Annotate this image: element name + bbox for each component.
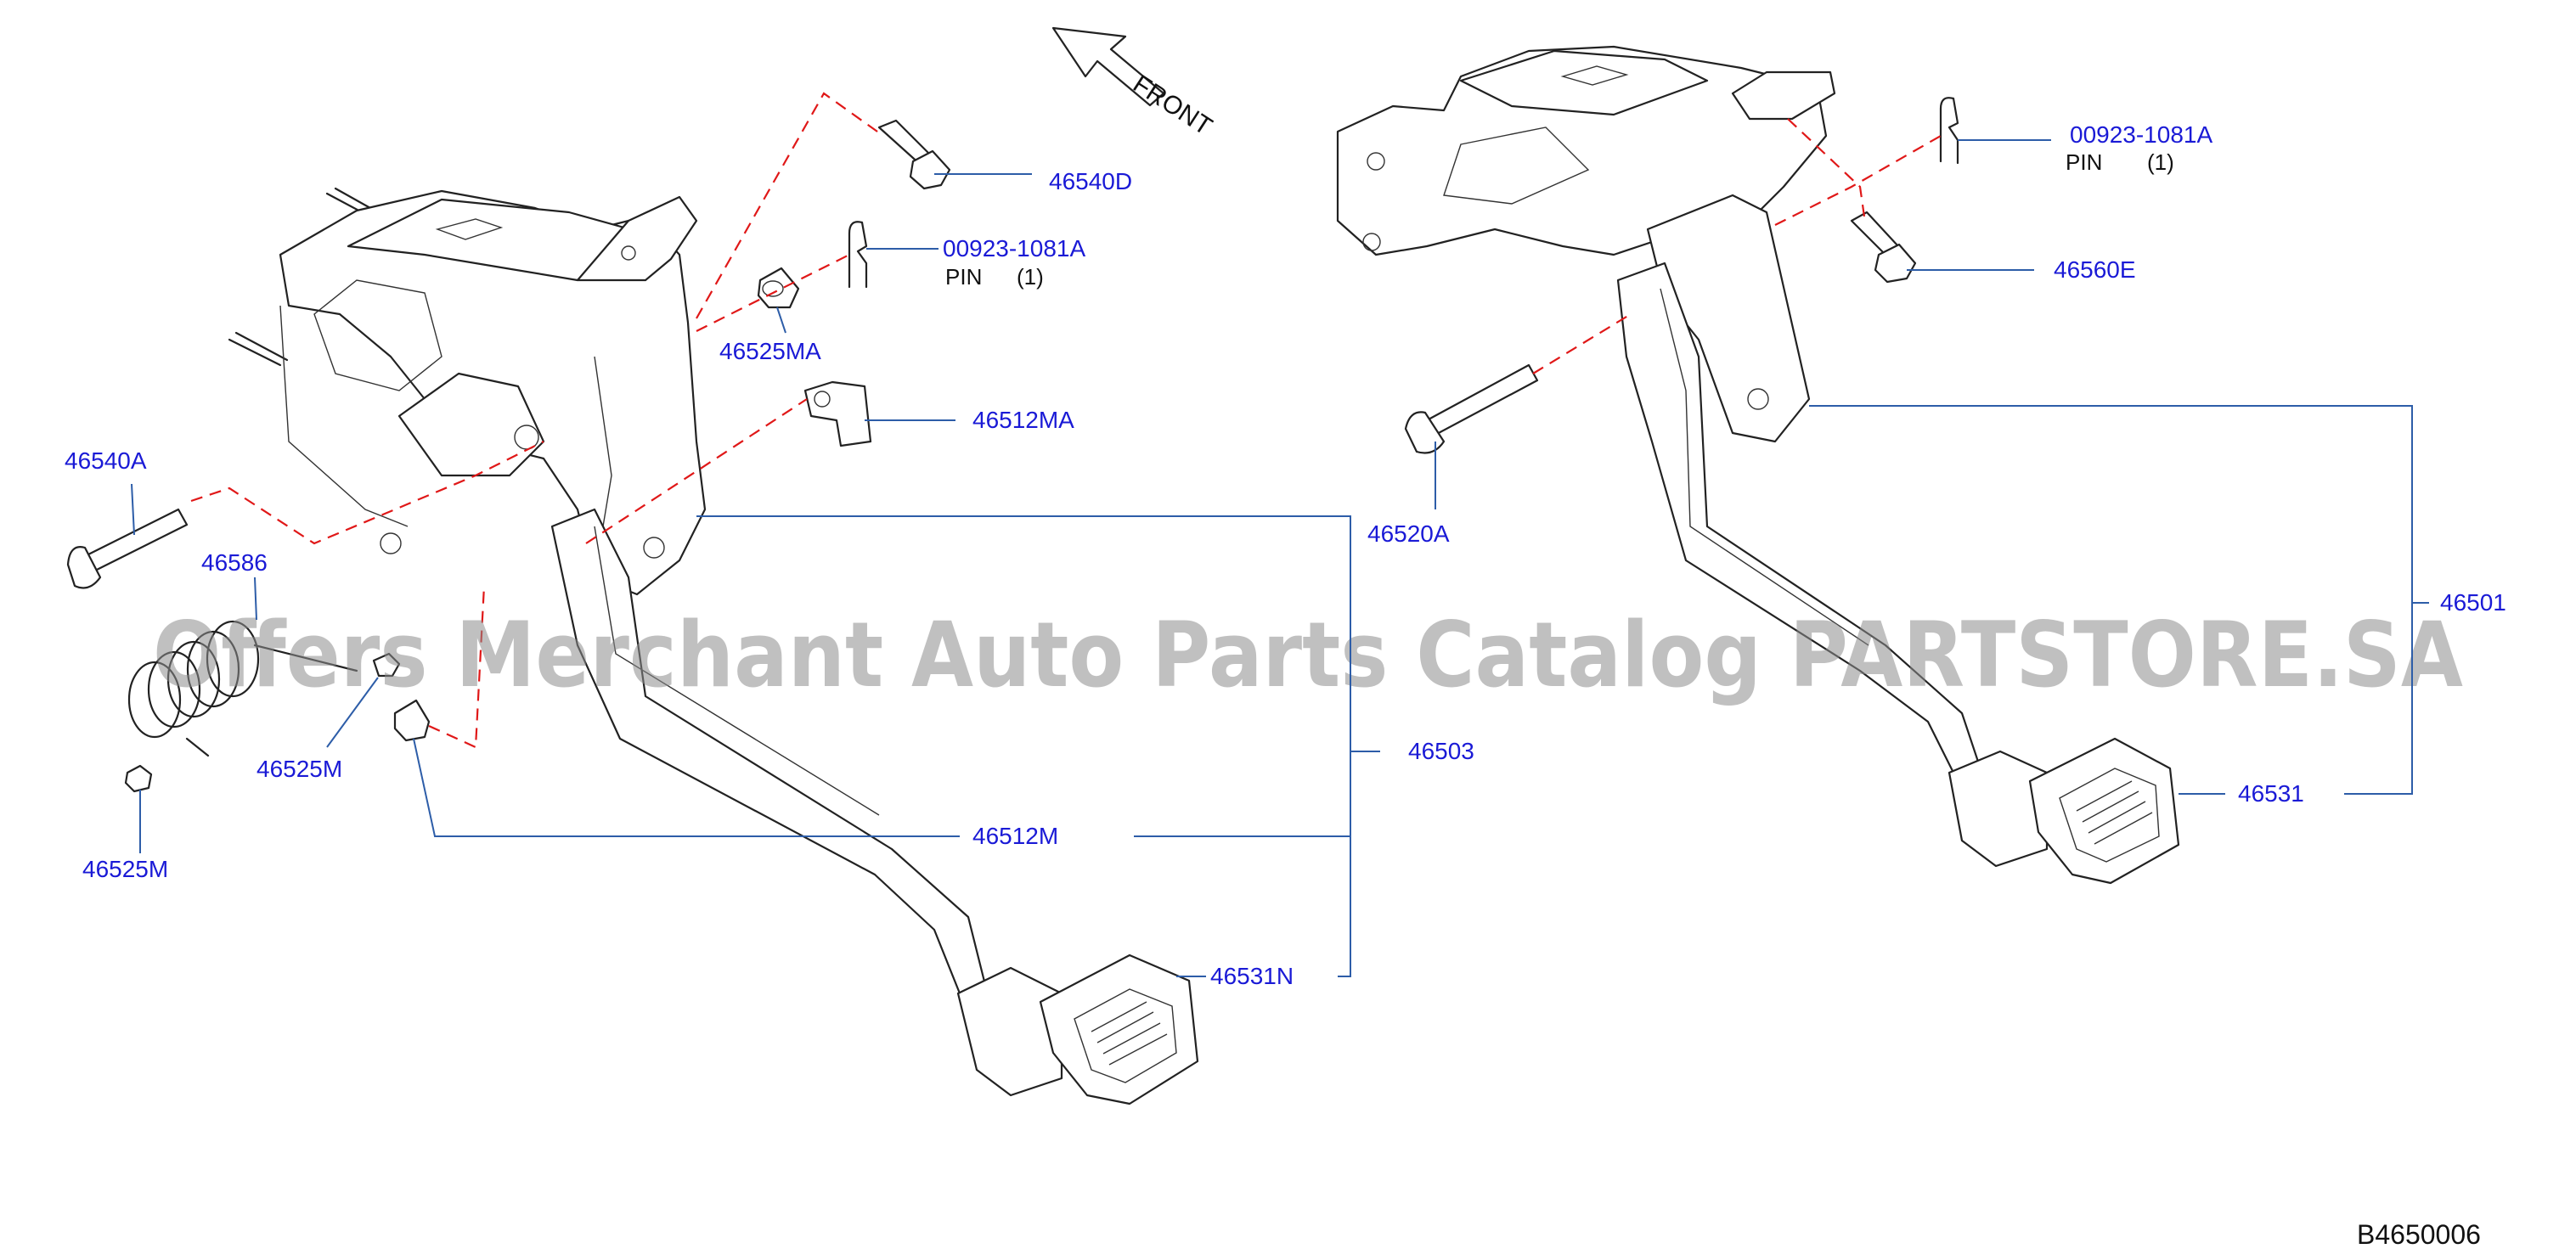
- alignment-line-46520A: [1532, 313, 1632, 374]
- label-46503: 46503: [1408, 738, 1474, 764]
- return-spring-46586: [127, 620, 358, 757]
- alignment-line-46540D: [696, 92, 884, 319]
- label-46512MA: 46512MA: [972, 407, 1074, 433]
- clutch-pedal-pad-46531N: [956, 953, 1199, 1105]
- bushing-46525MA: [757, 267, 800, 309]
- alignment-line-46525MA: [696, 254, 850, 332]
- label-46531N: 46531N: [1210, 963, 1294, 989]
- brake-pedal-pad-46531: [1948, 737, 2180, 885]
- pin-clip-right: [1939, 97, 1959, 165]
- label-46586: 46586: [201, 549, 268, 576]
- alignment-line-pin-right: [1774, 135, 1942, 226]
- brake-pedal-bracket: [1336, 45, 1836, 443]
- alignment-line-46560E: [1787, 118, 1866, 217]
- pin-qty-left: (1): [1017, 264, 1044, 290]
- diagram-code: B4650006: [2357, 1219, 2481, 1250]
- label-46525M-lower: 46525M: [82, 856, 168, 882]
- label-46520A: 46520A: [1367, 520, 1450, 547]
- clutch-pedal-bracket: [228, 187, 707, 596]
- label-00923-1081A-left: 00923-1081A: [943, 235, 1085, 262]
- label-46531: 46531: [2238, 780, 2304, 807]
- stopper-46512MA: [803, 380, 872, 447]
- label-46560E: 46560E: [2054, 256, 2136, 283]
- clutch-pedal-arm: [550, 508, 987, 995]
- pin-text-right: PIN: [2066, 149, 2102, 175]
- clip-46525M-left: [124, 764, 153, 793]
- pivot-bolt-46520A: [1404, 363, 1539, 454]
- stopper-46512M: [393, 699, 431, 742]
- pivot-bolt-46540A: [66, 508, 189, 589]
- alignment-line-46540A: [190, 441, 544, 545]
- front-label: FRONT: [1128, 70, 1217, 141]
- alignment-line-46512M: [428, 585, 486, 749]
- bolt-46540D: [877, 119, 951, 190]
- bolt-46560E: [1850, 211, 1917, 284]
- leader-lines: [131, 139, 2429, 977]
- label-46512M: 46512M: [972, 823, 1058, 849]
- alignment-line-46512MA: [585, 398, 808, 544]
- label-46525MA: 46525MA: [719, 338, 821, 364]
- label-46540A: 46540A: [65, 447, 147, 474]
- label-46540D: 46540D: [1049, 168, 1132, 194]
- pin-qty-right: (1): [2147, 149, 2174, 175]
- clip-46525M-spring: [372, 652, 401, 678]
- label-46501: 46501: [2440, 589, 2506, 616]
- label-00923-1081A-right: 00923-1081A: [2070, 121, 2212, 148]
- pin-clip-left: [848, 221, 868, 289]
- watermark-text: Offers Merchant Auto Parts Catalog PARTS…: [153, 603, 2463, 707]
- label-46525M-spring: 46525M: [256, 756, 342, 782]
- front-direction-arrow: [1051, 26, 1165, 107]
- pin-text-left: PIN: [945, 264, 982, 290]
